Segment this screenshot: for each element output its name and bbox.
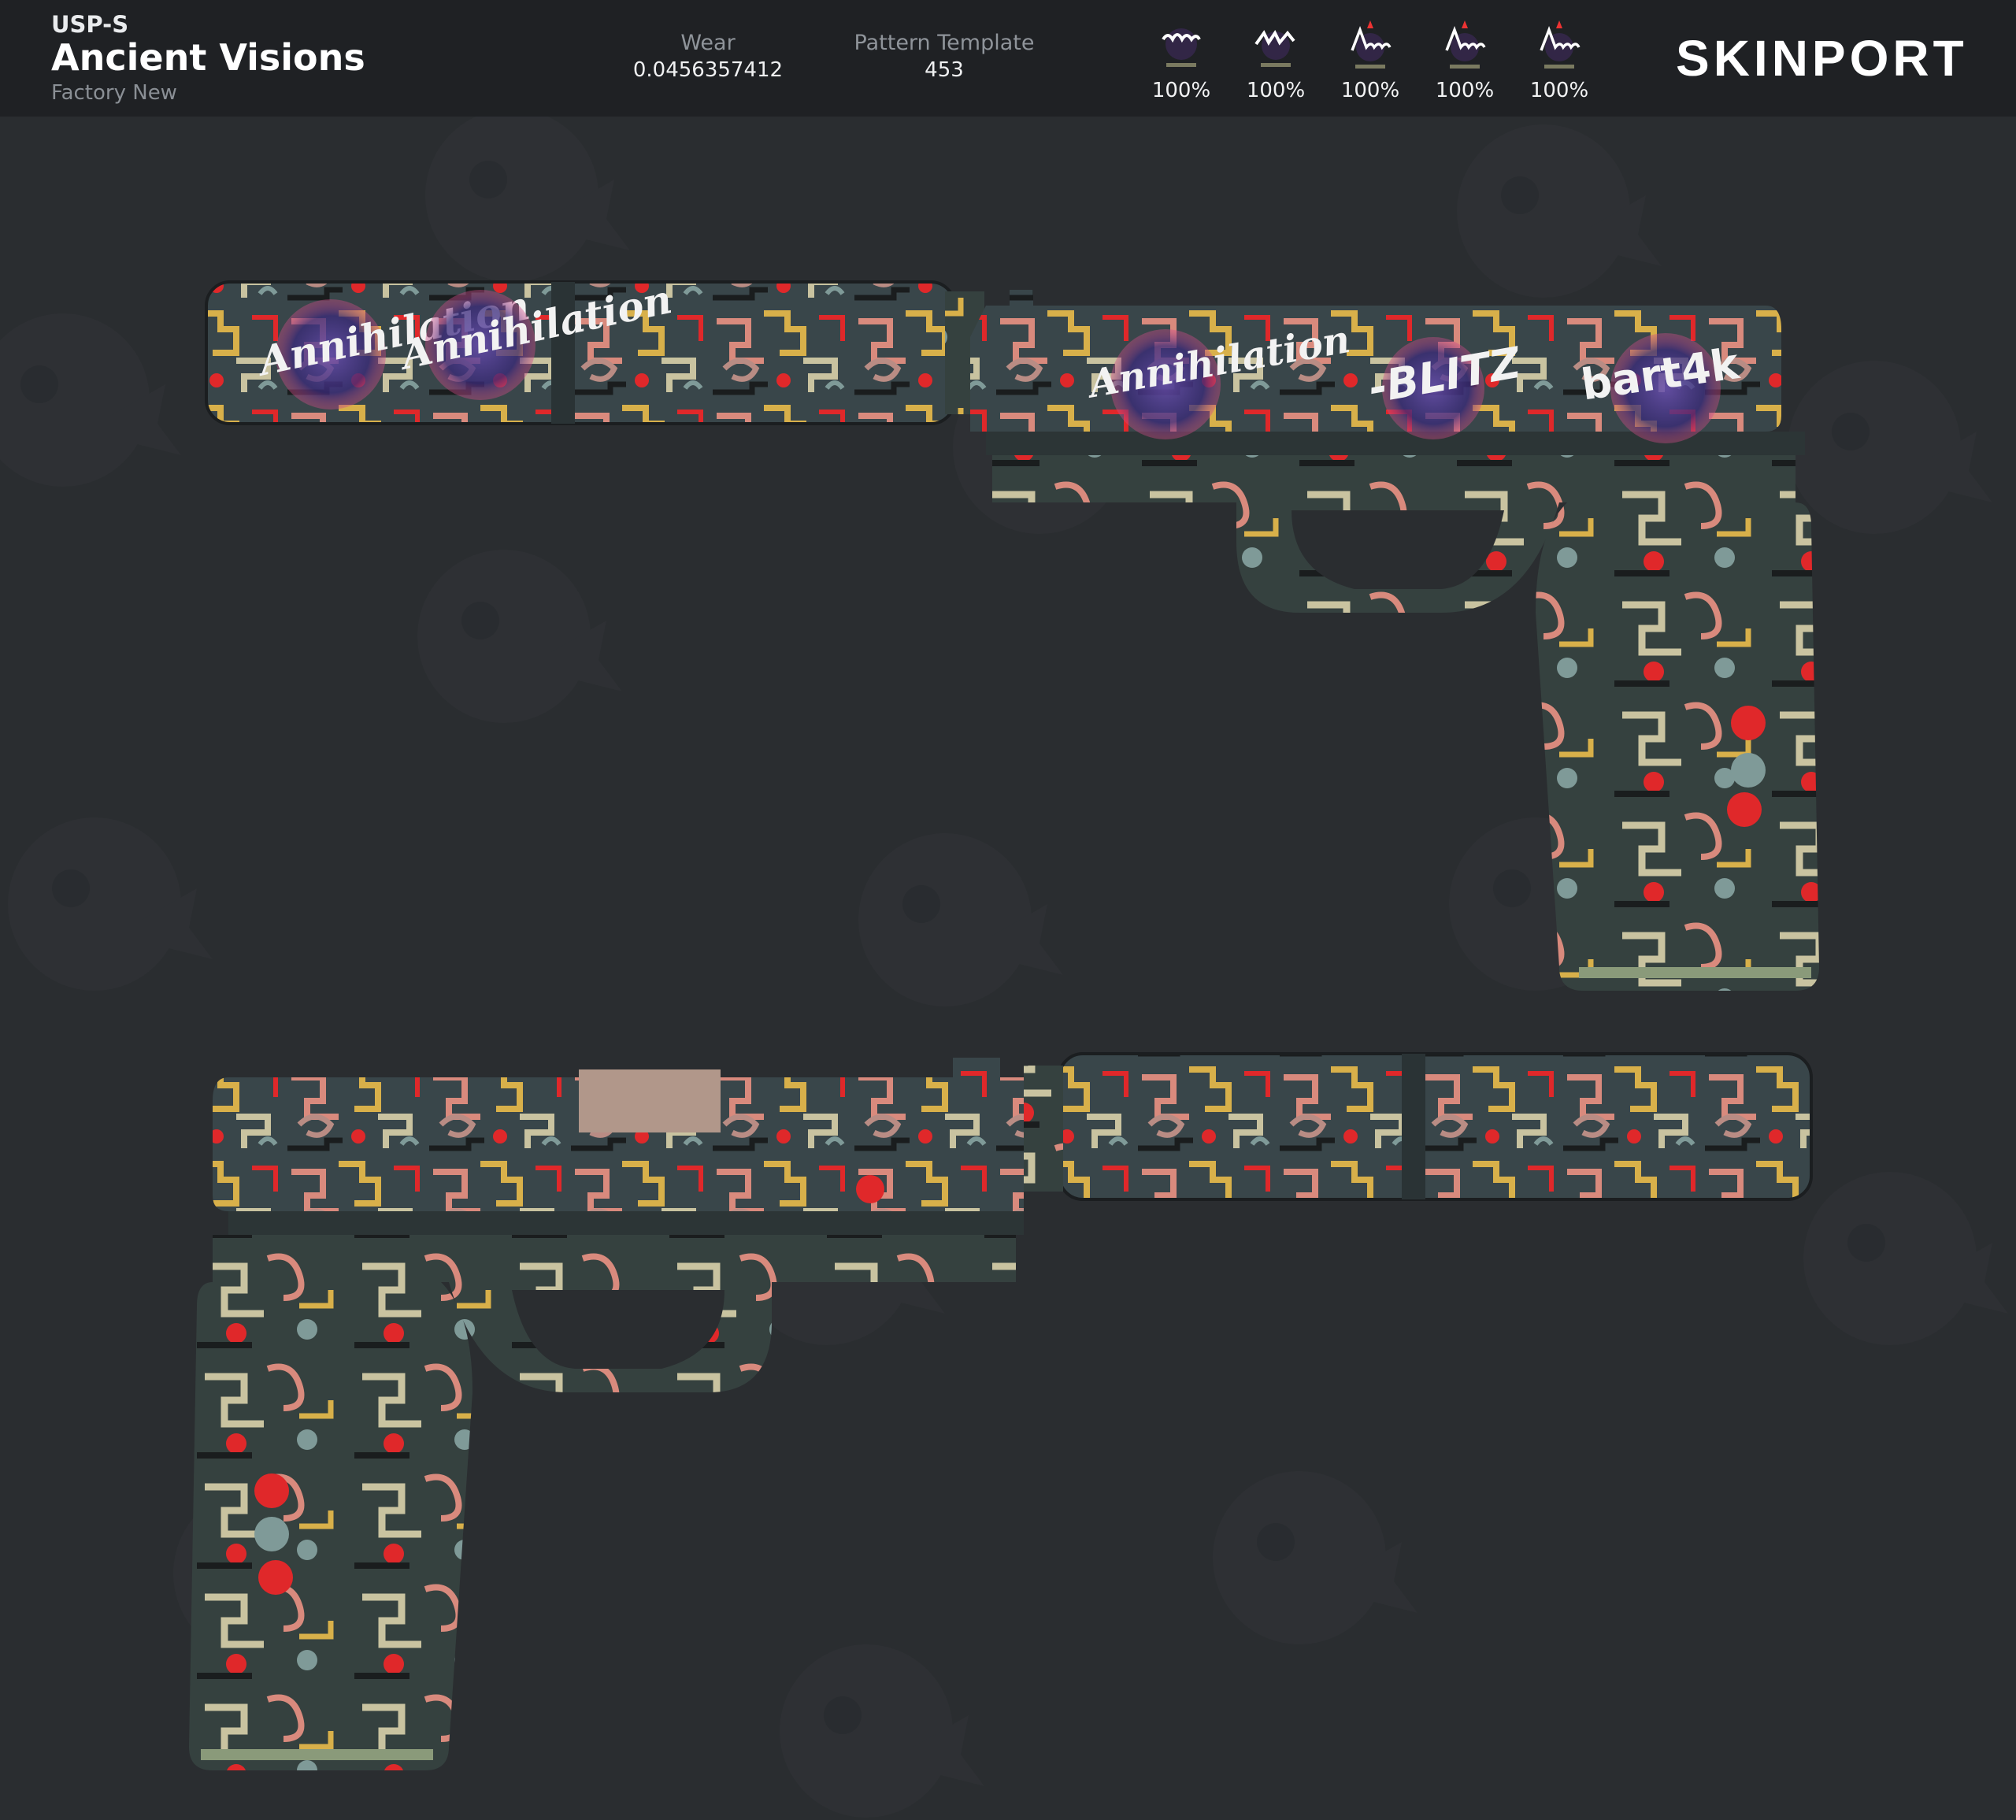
sticker-wear-4: 100% [1435,79,1495,102]
grip-bottom [189,1282,472,1770]
sticker-slot-3[interactable]: 100% [1331,16,1410,104]
sticker-wear-5: 100% [1529,79,1589,102]
header-bar: USP-S Ancient Visions Factory New Wear 0… [0,0,2016,117]
sticker-thumb-annihilation [1532,16,1587,77]
brand-text: SKINPORT [1676,30,1968,87]
gun-view-bottom [189,1052,1813,1770]
sticker-wear-1: 100% [1151,79,1211,102]
sticker-slot-4[interactable]: 100% [1425,16,1504,104]
sticker-slot-2[interactable]: 100% [1236,16,1315,104]
suppressor-bottom [1059,1054,1811,1199]
wear-stat: Wear 0.0456357412 [582,30,834,83]
sticker-wear-2: 100% [1246,79,1306,102]
sticker-slot-5[interactable]: 100% [1520,16,1599,104]
sticker-thumb-annihilation [1437,16,1492,77]
pattern-value: 453 [925,58,964,82]
sticker-thumb-blitz [1248,16,1303,77]
sticker-thumb-annihilation [1343,16,1398,77]
weapon-name: USP-S [51,11,129,38]
sticker-thumb-bart4k [1154,16,1209,77]
wear-value: 0.0456357412 [632,58,784,82]
skinport-logo[interactable]: SKINPORT [1676,28,1968,88]
pattern-label: Pattern Template [854,31,1035,55]
gun-view-top: Annihilation Annihilation Annihilation -… [205,276,1819,991]
exterior-label: Factory New [51,81,177,105]
sticker-wear-3: 100% [1340,79,1400,102]
grip-top [1536,502,1819,991]
slide-bottom [213,1058,1024,1211]
pattern-stat: Pattern Template 453 [818,30,1070,83]
inspect-view: Annihilation Annihilation Annihilation -… [0,117,2016,1820]
sticker-slot-1[interactable]: 100% [1142,16,1221,104]
wear-label: Wear [680,31,736,55]
skin-name: Ancient Visions [51,36,365,79]
suppressor-top [206,282,954,424]
item-info: USP-S Ancient Visions Factory New [51,11,365,106]
inspect-canvas: Annihilation Annihilation Annihilation -… [0,117,2008,1818]
